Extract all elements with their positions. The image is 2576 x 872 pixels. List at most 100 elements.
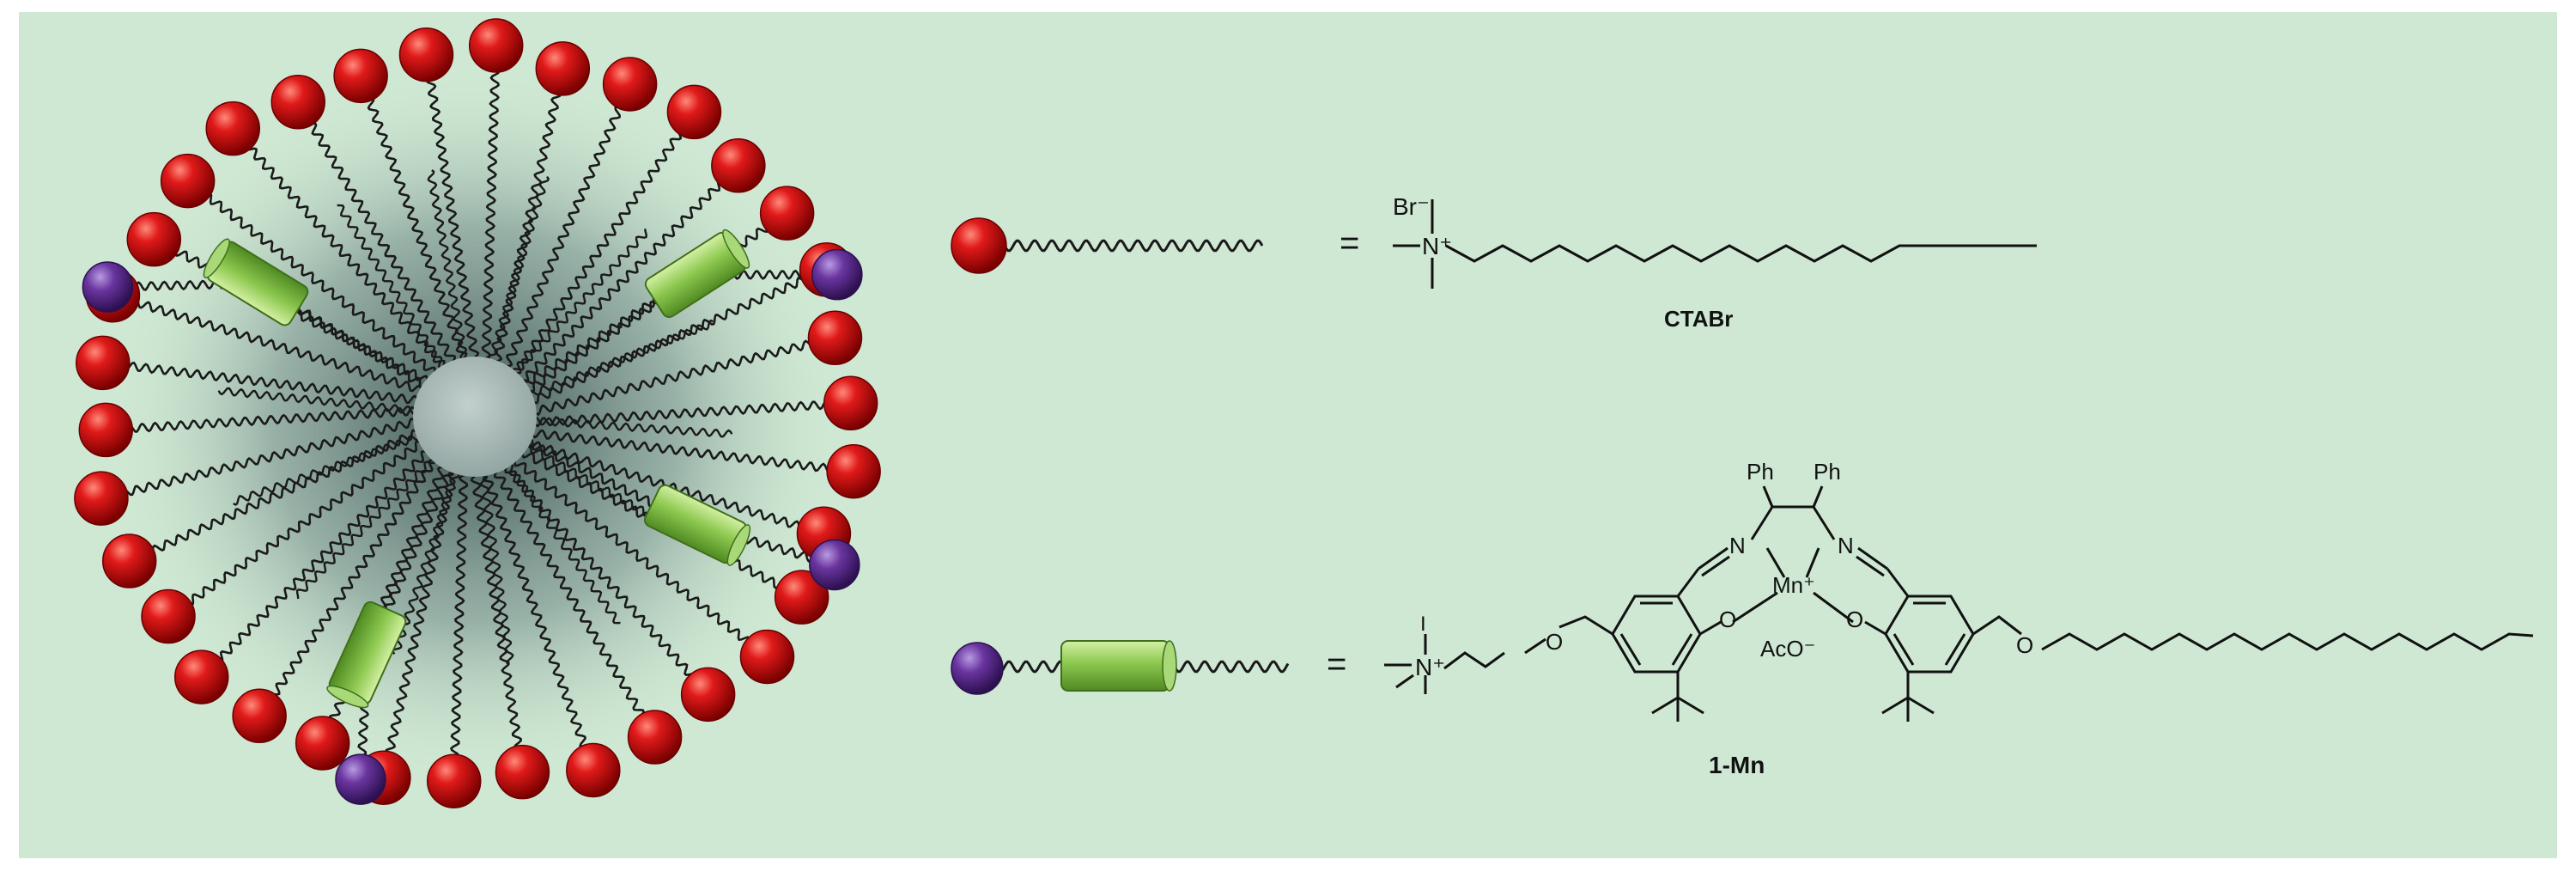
phenyl-left: Ph — [1747, 459, 1774, 485]
ctabr-structure — [1393, 199, 2037, 289]
ctabr-headgroup — [774, 570, 829, 625]
legend-mn-row: = — [951, 459, 2534, 778]
ctabr-headgroup — [141, 588, 196, 644]
ammonium-headgroup — [811, 248, 863, 301]
bromide-counterion: Br⁻ — [1393, 193, 1430, 220]
ctabr-headgroup — [333, 48, 388, 104]
legend-salen-cylinder-cap — [1162, 640, 1177, 692]
ctabr-headgroup — [739, 629, 795, 685]
ammonium-headgroup — [82, 261, 134, 313]
surfactant-chain — [507, 265, 828, 415]
catalyst-unit — [203, 238, 309, 326]
imine-nitrogen-right: N — [1838, 533, 1854, 558]
legend-mn-chain — [1173, 660, 1290, 674]
phenoxide-oxygen-left: O — [1719, 607, 1736, 632]
ctabr-headgroup — [232, 688, 287, 744]
ctabr-headgroup — [823, 375, 878, 431]
ammonium-headgroup — [335, 753, 386, 805]
surfactant-chain — [151, 239, 452, 393]
surfactant-chain — [427, 169, 475, 393]
surfactant-chain — [112, 293, 447, 400]
surfactant-chain — [498, 319, 714, 411]
ctabr-headgroup — [76, 335, 131, 391]
mn-catalyst-symbol — [951, 640, 1290, 695]
salen-cylinder-cap — [326, 685, 369, 709]
surfactant-chain — [480, 449, 659, 738]
surfactant-chain — [337, 204, 464, 396]
surfactant-chain — [230, 128, 463, 387]
surfactant-chain — [295, 433, 458, 600]
ctabr-headgroup — [807, 310, 863, 366]
surfactant-chain — [392, 440, 469, 656]
catalyst-unit — [644, 229, 750, 319]
ether-oxygen-right: O — [2016, 632, 2033, 658]
surfactant-chain — [101, 358, 445, 407]
ctabr-headgroup — [666, 84, 722, 140]
ctabr-headgroup — [468, 18, 524, 73]
surfactant-chain — [501, 111, 697, 396]
surfactant-chain — [495, 82, 632, 392]
ctabr-headgroup — [627, 710, 683, 765]
acetate-counterion: AcO⁻ — [1760, 636, 1815, 662]
ctabr-headgroup — [74, 471, 129, 526]
ctabr-headgroup — [126, 211, 182, 267]
surfactant-chain — [169, 425, 443, 620]
ctabr-headgroup — [295, 716, 350, 771]
ctabr-headgroup — [826, 443, 881, 499]
ctabr-headgroup — [711, 138, 766, 193]
surfactant-chain — [488, 69, 568, 387]
surfactant-chain — [298, 100, 470, 384]
salen-cylinder-cap — [726, 524, 751, 566]
micelle — [74, 18, 881, 808]
catalyst-unit — [326, 601, 407, 709]
micelle-headgroups — [74, 18, 881, 808]
phenyl-right: Ph — [1814, 459, 1841, 485]
surfactant-chain — [100, 412, 441, 503]
surfactant-chain — [505, 426, 854, 475]
ctabr-headgroup — [160, 153, 216, 209]
legend-salen-cylinder — [1060, 640, 1170, 692]
ctabr-headgroup — [78, 402, 134, 458]
surfactant-chain — [217, 387, 451, 418]
surfactant-chain — [473, 450, 596, 772]
surfactant-chain — [504, 162, 739, 402]
surfactant-chain — [105, 404, 442, 435]
surfactant-chain — [508, 333, 836, 422]
equals-sign-ctabr: = — [1340, 224, 1359, 262]
surfactant-chain — [474, 441, 514, 666]
micelle-core — [413, 357, 537, 477]
manganese-center: Mn⁺ — [1772, 572, 1815, 598]
ctabr-label: CTABr — [1664, 306, 1733, 332]
ctabr-headgroup — [495, 744, 550, 800]
ctabr-headgroup — [602, 57, 658, 112]
ammonium-nitrogen: N⁺ — [1415, 654, 1445, 680]
catalyst-unit — [643, 484, 751, 566]
salen-cylinder-cap — [722, 229, 750, 269]
ctabr-headgroup — [101, 534, 157, 588]
surfactant-chain — [491, 229, 647, 399]
surfactant-chain — [233, 422, 452, 506]
imine-nitrogen-left: N — [1729, 533, 1746, 558]
ctabr-headgroup — [270, 75, 325, 130]
ctabr-nitrogen: N⁺ — [1422, 233, 1452, 259]
surfactant-chain — [379, 446, 462, 777]
legend-ctabr-chain — [1003, 239, 1264, 253]
ctabr-headgroup — [398, 27, 454, 82]
legend-ctabr-headgroup — [951, 217, 1007, 274]
surfactant-chain — [493, 444, 770, 657]
salen-cylinder-cap — [203, 238, 230, 278]
surfactant-chain — [422, 54, 484, 384]
surfactant-chain — [189, 177, 457, 389]
mn-label: 1-Mn — [1709, 752, 1765, 778]
surfactant-chain — [499, 414, 733, 438]
surfactant-chain — [487, 437, 621, 625]
legend-ctabr-row: = Br⁻ N⁺ CTABr — [951, 193, 2037, 332]
surfactant-chain — [507, 399, 852, 430]
ctabr-symbol — [951, 217, 1264, 274]
mn-salen-structure — [1384, 485, 2534, 722]
surfactant-chain — [201, 431, 446, 680]
surfactant-chain — [449, 448, 470, 783]
surfactant-chain — [480, 175, 550, 393]
legend-ammonium-headgroup — [951, 642, 1004, 695]
